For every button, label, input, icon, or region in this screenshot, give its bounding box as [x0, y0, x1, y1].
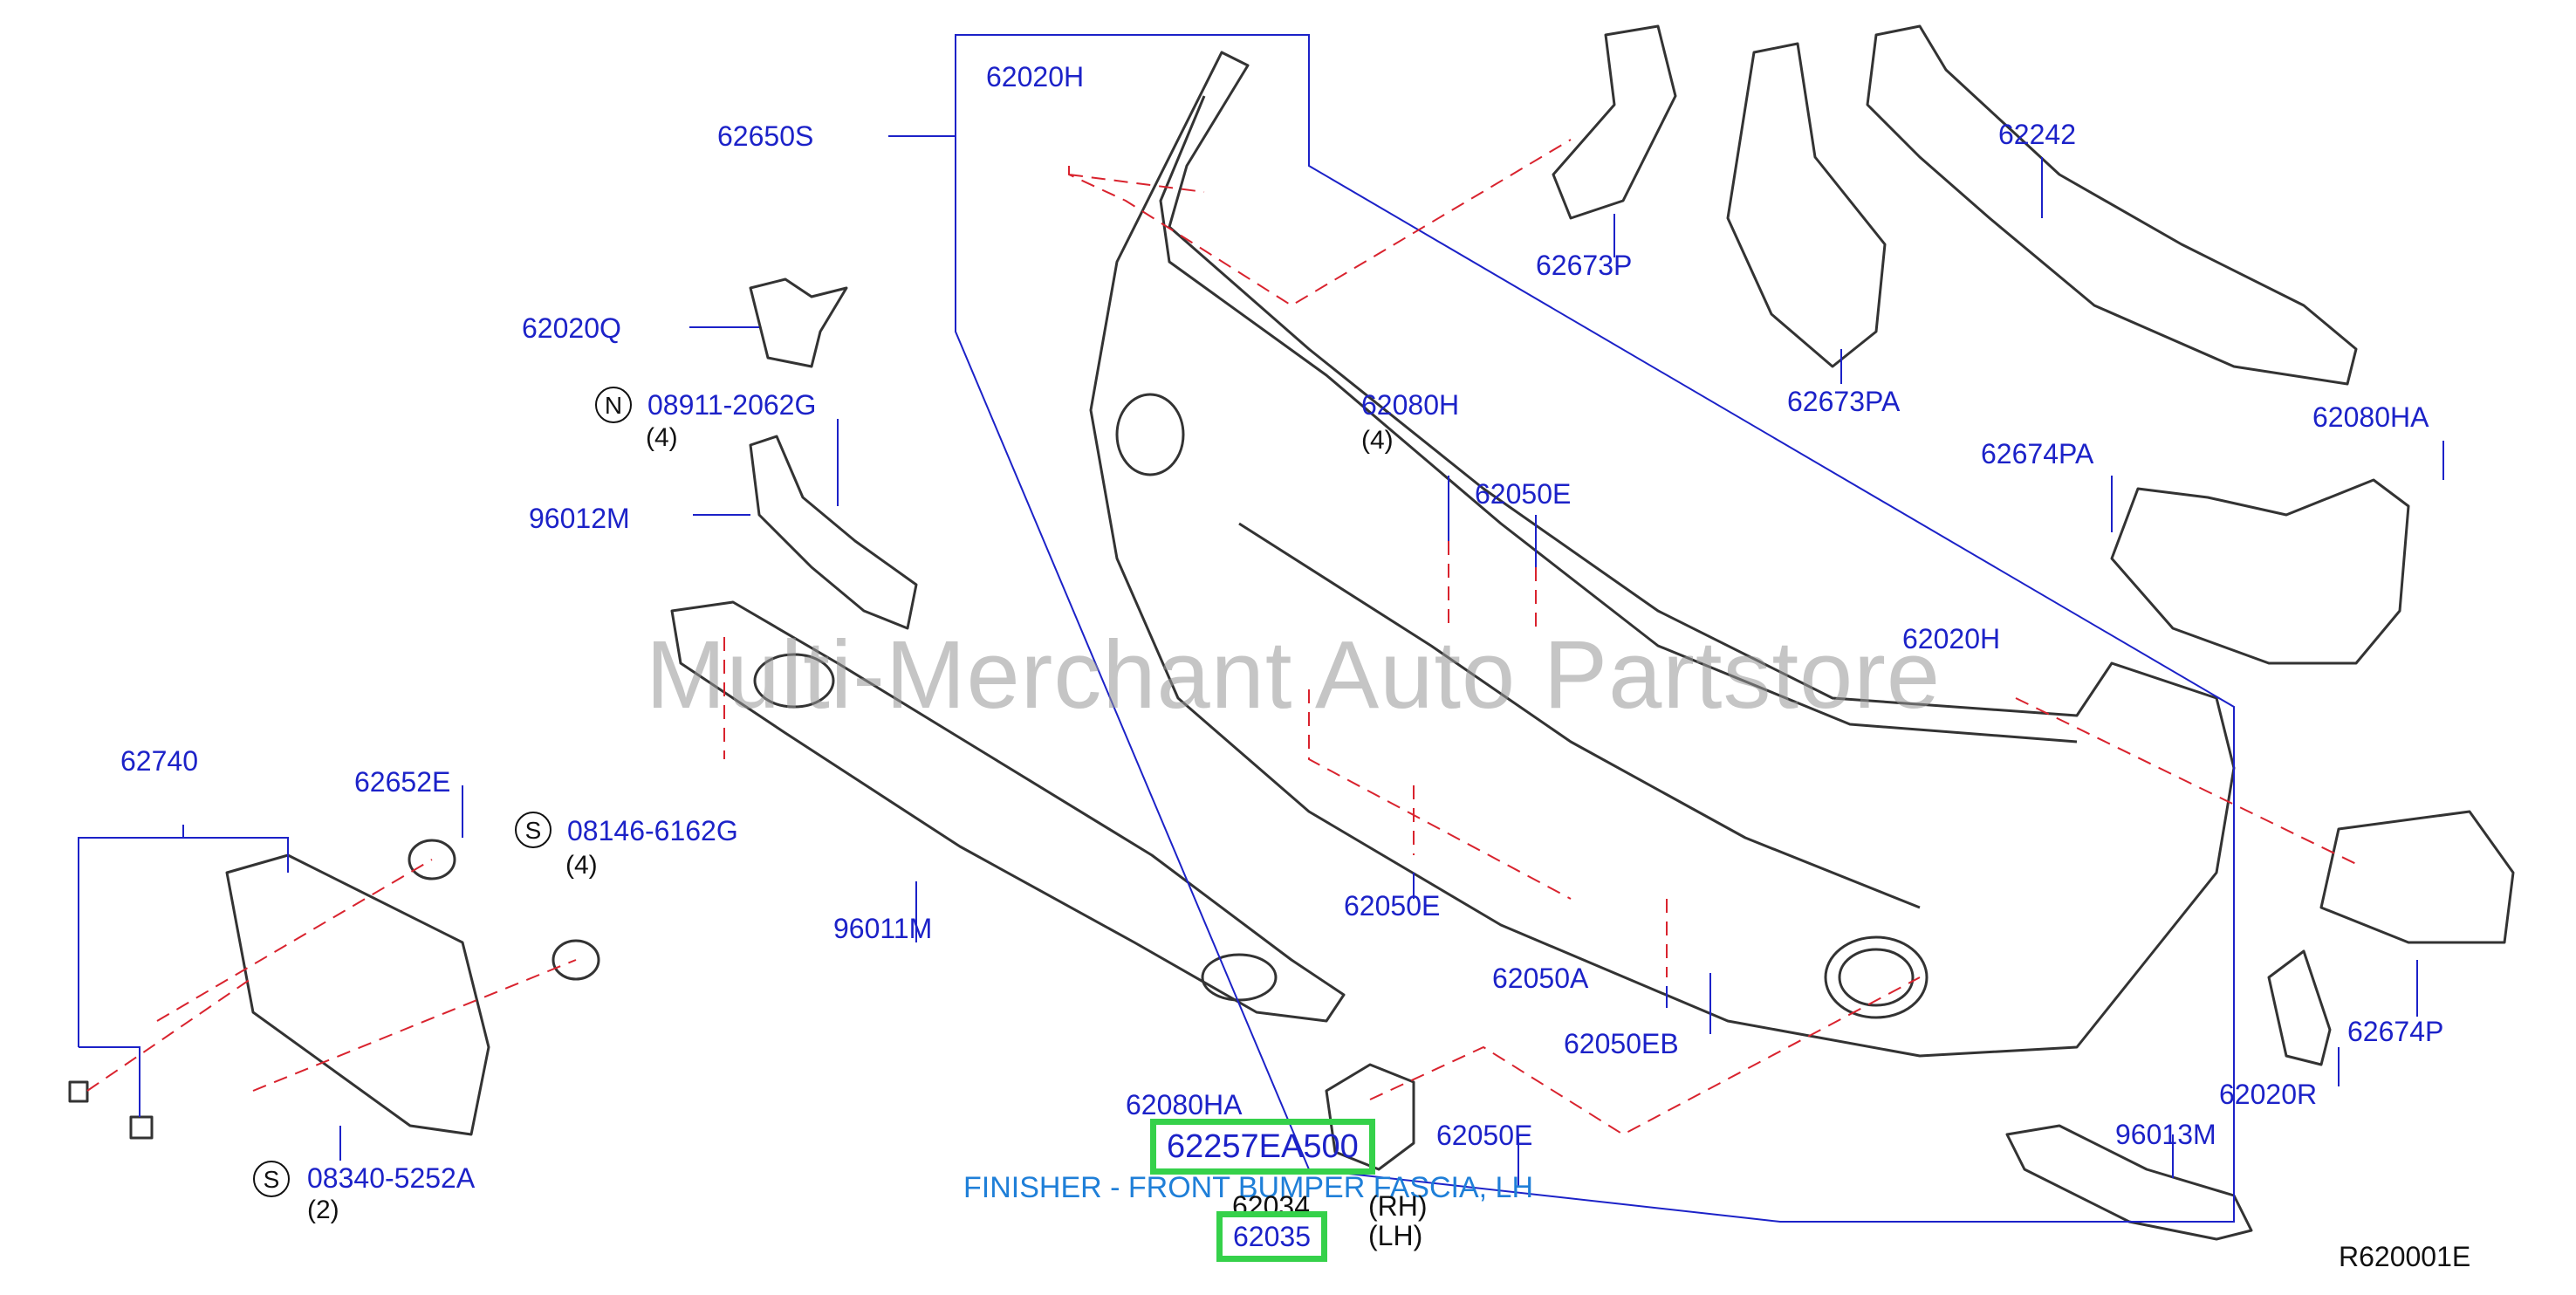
symbol-n-08911: N	[595, 387, 632, 423]
side-rh: (RH)	[1368, 1190, 1428, 1222]
label-08146-6162g[interactable]: 08146-6162G	[567, 815, 738, 846]
finisher-description: FINISHER - FRONT BUMPER FASCIA, LH	[963, 1171, 1534, 1204]
label-08340-5252a[interactable]: 08340-5252A	[307, 1162, 476, 1194]
qty-08146: (4)	[565, 851, 598, 880]
label-62740[interactable]: 62740	[120, 745, 198, 777]
label-62674pa[interactable]: 62674PA	[1981, 438, 2094, 469]
screw-symbol: S	[515, 812, 552, 848]
screw-symbol: S	[253, 1161, 290, 1197]
label-62257ea500-highlighted[interactable]: 62257EA500	[1150, 1119, 1375, 1175]
bracket-62020q-shape	[749, 278, 848, 368]
label-62020h-top[interactable]: 62020H	[986, 61, 1085, 92]
diagram-code: R620001E	[2339, 1241, 2471, 1272]
nut-symbol: N	[595, 387, 632, 423]
label-96012m[interactable]: 96012M	[529, 503, 630, 534]
label-62652e[interactable]: 62652E	[354, 766, 451, 798]
qty-62080h: (4)	[1361, 426, 1394, 455]
bracket-62674p-shape	[2319, 810, 2515, 944]
label-62020h-right[interactable]: 62020H	[1902, 623, 2001, 654]
bumper-fascia-shape	[1089, 51, 2236, 1058]
bracket-62673pa-shape	[1726, 42, 1887, 368]
label-62080ha-right[interactable]: 62080HA	[2312, 401, 2429, 433]
bracket-62674pa-shape	[2110, 478, 2410, 665]
label-62035-highlighted[interactable]: 62035	[1216, 1211, 1327, 1262]
bracket-62673p-shape	[1552, 24, 1677, 220]
qty-08911: (4)	[646, 423, 678, 452]
label-62673p[interactable]: 62673P	[1536, 250, 1633, 281]
bracket-62020r-shape	[2267, 949, 2332, 1066]
qty-08340: (2)	[307, 1196, 339, 1224]
label-62673pa[interactable]: 62673PA	[1787, 386, 1901, 417]
label-62674p[interactable]: 62674P	[2347, 1016, 2444, 1047]
label-62242[interactable]: 62242	[1998, 119, 2076, 150]
symbol-s-08340: S	[253, 1161, 290, 1197]
bracket-96011m-shape	[670, 600, 1346, 1023]
label-62050e-low[interactable]: 62050E	[1344, 890, 1441, 922]
label-62050e-bottom[interactable]: 62050E	[1436, 1120, 1533, 1151]
label-62020q[interactable]: 62020Q	[522, 312, 621, 344]
watermark: Multi-Merchant Auto Partstore	[646, 621, 1942, 729]
bracket-96013m-shape	[2005, 1124, 2253, 1241]
label-62050e-mid[interactable]: 62050E	[1475, 478, 1572, 510]
license-bracket-shape	[225, 853, 490, 1136]
bracket-96012m-shape	[749, 435, 918, 630]
label-62080ha-bottom[interactable]: 62080HA	[1126, 1089, 1243, 1120]
label-62650s[interactable]: 62650S	[717, 120, 814, 152]
label-62080h[interactable]: 62080H	[1361, 389, 1460, 421]
label-96011m[interactable]: 96011M	[833, 913, 933, 944]
label-96013m[interactable]: 96013M	[2115, 1119, 2216, 1150]
reinforcement-62242-shape	[1866, 24, 2358, 386]
label-62050a[interactable]: 62050A	[1492, 963, 1589, 994]
fog-finisher-shape	[1325, 1063, 1415, 1171]
label-62050eb[interactable]: 62050EB	[1564, 1028, 1679, 1059]
symbol-s-08146: S	[515, 812, 552, 848]
label-08911-2062g[interactable]: 08911-2062G	[647, 389, 817, 421]
label-62020r[interactable]: 62020R	[2219, 1079, 2318, 1110]
side-lh: (LH)	[1368, 1220, 1423, 1251]
